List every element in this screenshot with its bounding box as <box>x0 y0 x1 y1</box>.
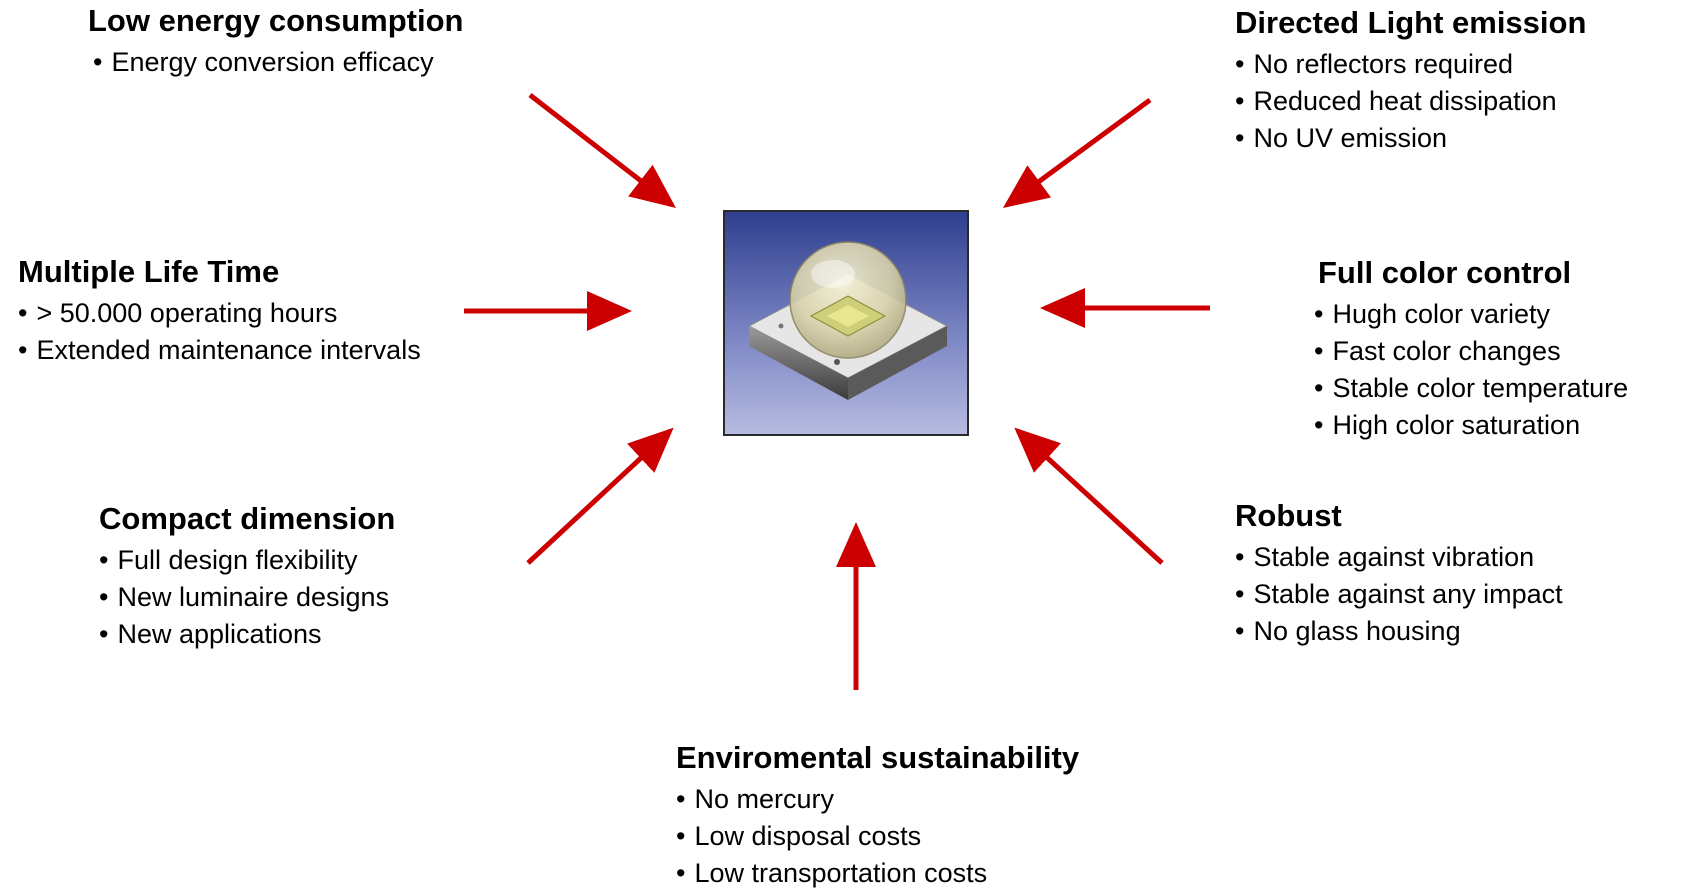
title-robust: Robust <box>1235 498 1342 533</box>
title-environmental: Enviromental sustainability <box>676 740 1080 775</box>
led-image <box>723 210 969 436</box>
list-item: •Stable color temperature <box>1314 373 1629 403</box>
list-item: •No reflectors required <box>1235 49 1514 79</box>
list-item: •Stable against vibration <box>1235 542 1535 572</box>
list-item: •Low transportation costs <box>676 858 988 888</box>
arrow-robust <box>1014 427 1164 565</box>
arrow-compact <box>526 427 674 565</box>
title-multiple-life: Multiple Life Time <box>18 254 280 289</box>
list-item: •No UV emission <box>1235 123 1448 153</box>
title-directed-light: Directed Light emission <box>1235 5 1587 40</box>
list-item: •> 50.000 operating hours <box>18 298 338 328</box>
block-compact: Compact dimension •Full design flexibili… <box>99 500 395 653</box>
list-item: •High color saturation <box>1314 410 1581 440</box>
arrow-directed-light <box>1002 97 1152 208</box>
list-item: •No glass housing <box>1235 616 1461 646</box>
list-item: •Extended maintenance intervals <box>18 335 421 365</box>
list-item: •Fast color changes <box>1314 336 1561 366</box>
list-item: •No mercury <box>676 784 834 814</box>
list-item: •Hugh color variety <box>1314 299 1551 329</box>
block-robust: Robust •Stable against vibration •Stable… <box>1235 497 1563 650</box>
list-item: •Energy conversion efficacy <box>93 47 434 77</box>
title-full-color: Full color control <box>1318 255 1572 290</box>
block-directed-light: Directed Light emission •No reflectors r… <box>1235 4 1586 157</box>
block-low-energy: Low energy consumption •Energy conversio… <box>88 2 463 81</box>
block-environmental: Enviromental sustainability •No mercury … <box>676 739 1079 892</box>
list-item: •New applications <box>99 619 322 649</box>
title-compact: Compact dimension <box>99 501 396 536</box>
list-item: •Reduced heat dissipation <box>1235 86 1557 116</box>
block-full-color: Full color control •Hugh color variety •… <box>1314 254 1628 444</box>
block-multiple-life: Multiple Life Time •> 50.000 operating h… <box>18 253 421 369</box>
list-item: •New luminaire designs <box>99 582 390 612</box>
list-item: •Low disposal costs <box>676 821 922 851</box>
list-item: •Stable against any impact <box>1235 579 1563 609</box>
led-component-icon <box>725 212 967 434</box>
arrow-low-energy <box>528 93 676 209</box>
title-low-energy: Low energy consumption <box>88 3 464 38</box>
list-item: •Full design flexibility <box>99 545 358 575</box>
